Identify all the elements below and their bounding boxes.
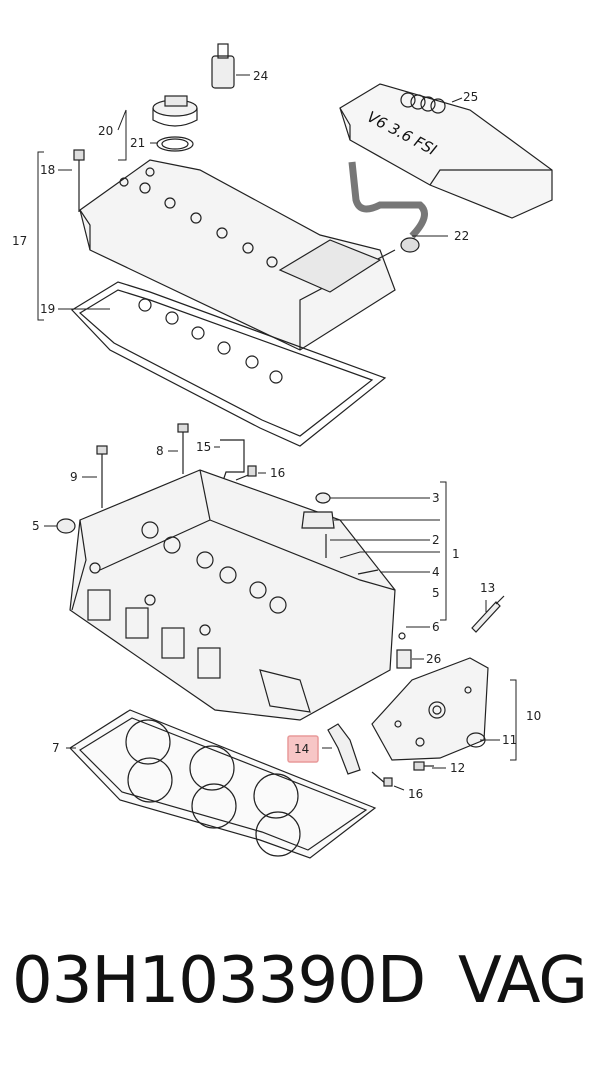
sealant-tube	[471, 595, 505, 633]
callout-20: 20	[98, 124, 113, 138]
breather-hose	[348, 161, 428, 253]
engine-cover: V6 3.6 FSI	[339, 83, 553, 219]
cover-gasket	[71, 281, 387, 447]
callout-5a: 5	[32, 519, 40, 533]
callout-22: 22	[454, 229, 469, 243]
callout-16b: 16	[408, 787, 423, 801]
bolt-12	[413, 761, 434, 771]
bracket-bolt	[235, 465, 257, 481]
callout-13: 13	[480, 581, 495, 595]
coolant-pipe	[327, 723, 361, 775]
callout-3: 3	[432, 491, 440, 505]
nut	[315, 492, 331, 504]
callout-14-highlight	[287, 735, 319, 763]
sealing-plug	[56, 518, 76, 534]
callout-8: 8	[156, 444, 164, 458]
callout-14: 14	[294, 742, 309, 756]
callout-25: 25	[463, 90, 478, 104]
check-valve	[396, 649, 412, 669]
leader-lines	[37, 74, 517, 791]
callout-12: 12	[450, 761, 465, 775]
cover-bolt	[73, 149, 85, 212]
callout-1: 1	[452, 547, 460, 561]
callout-5b: 5	[432, 586, 440, 600]
callout-19: 19	[40, 302, 55, 316]
exploded-parts-diagram: V6 3.6 FSI	[12, 43, 553, 859]
callout-26: 26	[426, 652, 441, 666]
callout-10: 10	[526, 709, 541, 723]
breather-valve	[211, 43, 235, 89]
callout-16a: 16	[270, 466, 285, 480]
callout-17: 17	[12, 234, 27, 248]
dowel-pin	[398, 632, 406, 640]
head-bolt-long	[96, 445, 108, 508]
callout-9: 9	[70, 470, 78, 484]
head-gasket	[69, 709, 377, 859]
head-bolt-short	[177, 423, 189, 474]
callout-24: 24	[253, 69, 268, 83]
cylinder-head-cover	[79, 159, 396, 351]
brand-name: VAG	[458, 944, 588, 1018]
callout-labels: 24 25 20 21 18 17 22 19 8 15 16 9 3 5 2 …	[12, 69, 541, 801]
callout-15: 15	[196, 440, 211, 454]
callout-7: 7	[52, 741, 60, 755]
callout-11: 11	[502, 733, 517, 747]
brand-rings-logo	[400, 92, 446, 114]
cylinder-head	[69, 469, 396, 721]
part-number: 03H103390D	[12, 944, 426, 1018]
bolt-16b	[371, 771, 393, 787]
bearing-cap	[301, 511, 335, 529]
oil-filler-cap	[152, 95, 198, 127]
callout-4: 4	[432, 565, 440, 579]
callout-6: 6	[432, 620, 440, 634]
filler-cap-seal	[156, 136, 194, 152]
timing-cover	[371, 657, 489, 761]
callout-2: 2	[432, 533, 440, 547]
stud-short	[357, 569, 379, 575]
callout-21: 21	[130, 136, 145, 150]
callout-18: 18	[40, 163, 55, 177]
